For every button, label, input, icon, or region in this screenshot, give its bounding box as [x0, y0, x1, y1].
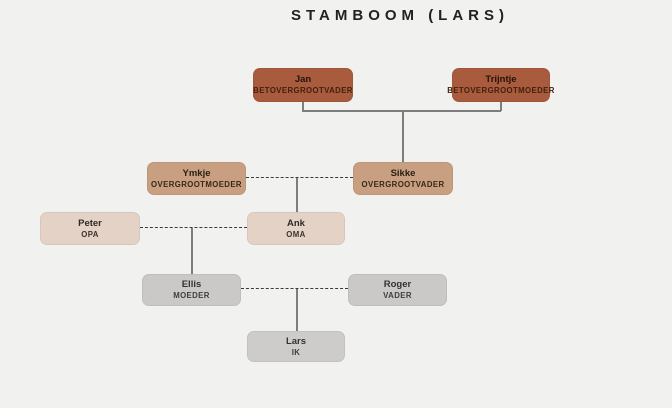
partner-line-ymkje-sikke	[246, 177, 353, 178]
connector-trijntje-drop	[500, 102, 502, 111]
person-role: VADER	[383, 291, 412, 300]
person-name: Roger	[383, 279, 412, 290]
person-role: OVERGROOTVADER	[361, 179, 445, 189]
person-name: Ymkje	[182, 167, 211, 179]
partner-line-ellis-roger	[241, 288, 348, 289]
node-ellis: Ellis MOEDER	[142, 274, 241, 306]
connector-ank-drop	[296, 178, 298, 212]
partner-line-peter-ank	[140, 227, 247, 228]
person-role: BETOVERGROOTMOEDER	[447, 86, 555, 95]
connector-jan-drop	[302, 102, 304, 111]
node-ank: Ank OMA	[247, 212, 345, 245]
person-role: MOEDER	[173, 291, 210, 300]
node-jan: Jan BETOVERGROOTVADER	[253, 68, 353, 102]
node-sikke: Sikke OVERGROOTVADER	[353, 162, 453, 195]
person-role: BETOVERGROOTVADER	[253, 86, 353, 95]
person-name: Ellis	[181, 279, 202, 290]
node-lars: Lars IK	[247, 331, 345, 362]
connector-couple1-bar	[302, 110, 501, 112]
connector-sikke-drop	[402, 110, 404, 162]
node-roger: Roger VADER	[348, 274, 447, 306]
person-name: Lars	[285, 335, 307, 347]
person-role: OVERGROOTMOEDER	[151, 179, 242, 189]
node-peter: Peter OPA	[40, 212, 140, 245]
person-name: Peter	[78, 217, 102, 229]
person-role: IK	[291, 347, 301, 357]
person-name: Trijntje	[485, 74, 517, 85]
connector-lars-drop	[296, 289, 298, 331]
person-role: OPA	[81, 229, 99, 239]
connector-ellis-drop	[191, 228, 193, 274]
page-title: STAMBOOM (LARS)	[290, 7, 510, 24]
person-name: Ank	[287, 217, 305, 229]
node-trijntje: Trijntje BETOVERGROOTMOEDER	[447, 68, 554, 102]
person-name: Jan	[294, 74, 312, 85]
node-ymkje: Ymkje OVERGROOTMOEDER	[147, 162, 246, 195]
person-name: Sikke	[390, 167, 416, 179]
person-role: OMA	[286, 229, 306, 239]
